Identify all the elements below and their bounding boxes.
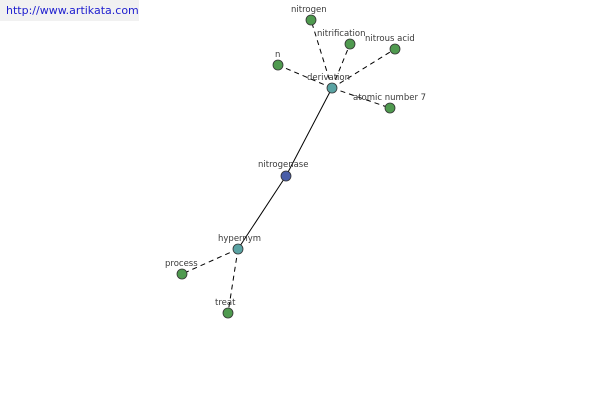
label-derivation[interactable]: derivation xyxy=(307,73,350,83)
label-nitrogenase[interactable]: nitrogenase xyxy=(258,160,308,170)
edge-derivation-nitrification xyxy=(331,43,351,89)
site-url-link[interactable]: http://www.artikata.com xyxy=(6,4,139,17)
edge-hypernym-process xyxy=(181,248,239,275)
edge-derivation-nitrogen xyxy=(310,19,333,89)
label-n[interactable]: n xyxy=(275,50,280,60)
node-hypernym[interactable] xyxy=(232,243,244,255)
label-nitrification[interactable]: nitrification xyxy=(317,29,365,39)
node-nitrous-acid[interactable] xyxy=(389,43,401,55)
label-process[interactable]: process xyxy=(165,259,198,269)
edge-derivation-n xyxy=(277,64,333,89)
label-hypernym[interactable]: hypernym xyxy=(218,234,261,244)
node-treat[interactable] xyxy=(222,307,234,319)
node-process[interactable] xyxy=(176,268,188,280)
node-nitrification[interactable] xyxy=(344,38,356,50)
node-atomic-number-7[interactable] xyxy=(384,102,396,114)
edge-hypernym-treat xyxy=(227,248,239,314)
node-derivation[interactable] xyxy=(326,82,338,94)
edge-nitrogenase-derivation xyxy=(285,87,333,177)
site-url-banner[interactable]: http://www.artikata.com xyxy=(0,0,139,21)
label-nitrous-acid[interactable]: nitrous acid xyxy=(365,34,415,44)
node-n[interactable] xyxy=(272,59,284,71)
node-nitrogen[interactable] xyxy=(305,14,317,26)
edge-derivation-nitrous-acid xyxy=(331,48,396,89)
edge-nitrogenase-hypernym xyxy=(237,175,287,250)
label-atomic-number-7[interactable]: atomic number 7 xyxy=(353,93,426,103)
label-treat[interactable]: treat xyxy=(215,298,236,308)
edge-derivation-atomic-number-7 xyxy=(331,87,391,109)
node-nitrogenase[interactable] xyxy=(280,170,292,182)
label-nitrogen[interactable]: nitrogen xyxy=(291,5,327,15)
